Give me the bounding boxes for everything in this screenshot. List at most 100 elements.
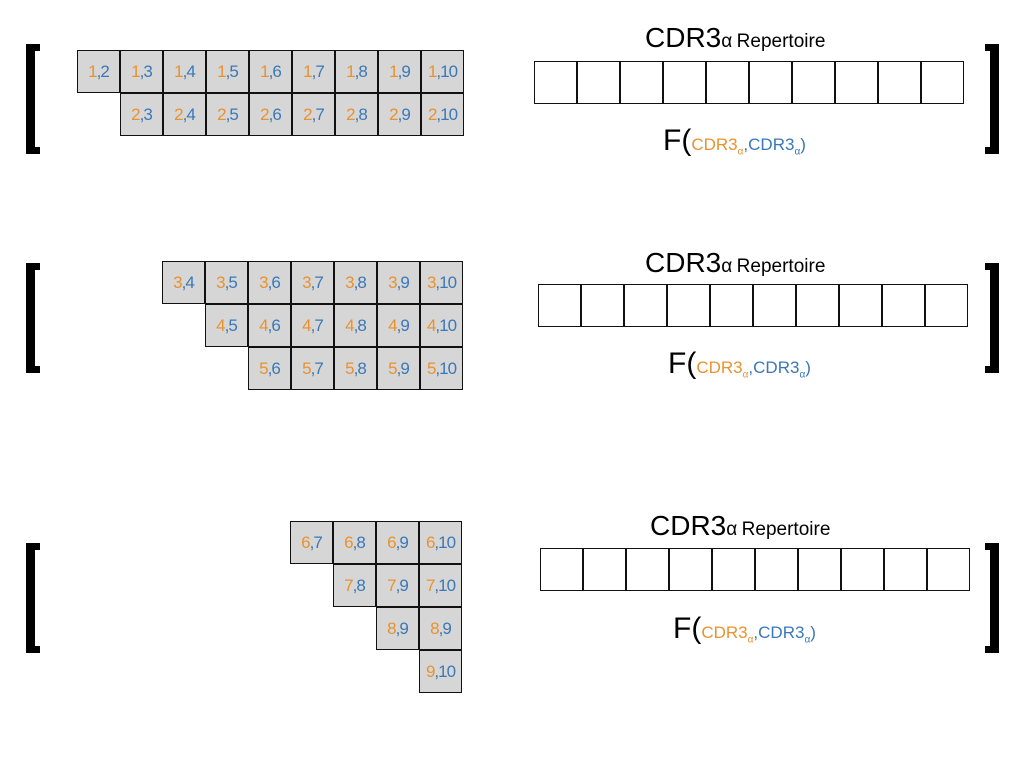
pair-second-index: 3 (143, 61, 153, 81)
pair-first-index: 1 (131, 61, 141, 81)
pair-separator: , (354, 104, 360, 124)
repertoire-title: CDR3α Repertoire (650, 510, 830, 542)
pair-first-index: 5 (302, 358, 312, 378)
pair-second-index: 5 (228, 272, 238, 292)
pair-cell: 2,6 (249, 93, 292, 136)
repertoire-slot (878, 61, 921, 104)
pair-separator: , (182, 61, 188, 81)
repertoire-slot (839, 284, 882, 327)
pair-second-index: 10 (438, 575, 456, 595)
pair-second-index: 6 (272, 61, 282, 81)
function-arg-second-subscript: α (794, 146, 801, 158)
pair-first-index: 5 (388, 358, 398, 378)
pair-cell: 5,8 (334, 347, 377, 390)
pair-cell: 2,5 (206, 93, 249, 136)
pair-cell: 2,8 (335, 93, 378, 136)
pair-second-index: 8 (357, 272, 367, 292)
pair-cell: 6,9 (376, 521, 419, 564)
pair-first-index: 2 (303, 104, 313, 124)
pair-second-index: 7 (313, 532, 323, 552)
function-comma: , (753, 623, 759, 642)
left-bracket (26, 543, 40, 653)
repertoire-slot (925, 284, 968, 327)
repertoire-title-main: CDR3 (645, 22, 722, 53)
pair-first-index: 4 (426, 315, 437, 335)
pair-cell: 6,7 (290, 521, 333, 564)
pair-cell: 9,10 (419, 650, 462, 693)
pair-first-index: 3 (345, 272, 355, 292)
pair-separator: , (353, 272, 359, 292)
pair-first-index: 4 (345, 315, 355, 335)
repertoire-slot (581, 284, 624, 327)
pair-cell: 1,3 (120, 50, 163, 93)
function-arg-second: CDR3α (748, 135, 801, 158)
pair-separator: , (225, 61, 231, 81)
pair-second-index: 10 (438, 532, 456, 552)
pair-first-index: 1 (217, 61, 227, 81)
pair-first-index: 4 (388, 315, 398, 335)
left-bracket (26, 44, 40, 154)
repertoire-slot (882, 284, 925, 327)
pair-first-index: 2 (217, 104, 227, 124)
repertoire-slot (663, 61, 706, 104)
pair-separator: , (352, 575, 358, 595)
pair-separator: , (224, 272, 230, 292)
function-arg-second-label: CDR3 (753, 358, 800, 377)
function-arg-first-subscript: α (747, 634, 754, 646)
pair-first-index: 4 (216, 315, 226, 335)
pair-separator: , (395, 532, 401, 552)
pair-separator: , (310, 272, 316, 292)
pair-first-index: 3 (173, 272, 183, 292)
left-bracket (26, 263, 40, 373)
function-arg-first-subscript: α (742, 369, 749, 381)
pair-cell: 4,9 (377, 304, 420, 347)
pair-cell: 2,3 (120, 93, 163, 136)
function-name: F( (668, 347, 697, 380)
pair-cell: 1,10 (421, 50, 464, 93)
pair-separator: , (435, 315, 440, 335)
pair-cell: 5,9 (377, 347, 420, 390)
pair-first-index: 4 (302, 315, 312, 335)
pair-function: F(CDR3α,CDR3α) (668, 347, 811, 381)
pair-second-index: 7 (315, 61, 325, 81)
pair-cell: 3,10 (420, 261, 463, 304)
pair-function: F(CDR3α,CDR3α) (673, 612, 816, 646)
repertoire-title: CDR3α Repertoire (645, 22, 825, 54)
pair-separator: , (436, 61, 441, 81)
pair-second-index: 6 (271, 315, 281, 335)
repertoire-title-subscript: α (721, 31, 733, 52)
pair-second-index: 9 (399, 532, 409, 552)
function-name: F( (673, 612, 702, 645)
pair-separator: , (395, 618, 401, 638)
repertoire-title-word: Repertoire (736, 256, 826, 277)
pair-cell: 3,8 (334, 261, 377, 304)
repertoire-slot (755, 548, 798, 591)
pair-cell: 1,2 (77, 50, 120, 93)
repertoire-slot (792, 61, 835, 104)
pair-cell: 4,5 (205, 304, 248, 347)
pair-first-index: 3 (216, 272, 226, 292)
pair-first-index: 7 (387, 575, 397, 595)
pair-second-index: 6 (271, 272, 281, 292)
pair-function: F(CDR3α,CDR3α) (663, 124, 806, 158)
pair-separator: , (395, 575, 401, 595)
pair-second-index: 3 (143, 104, 153, 124)
function-comma: , (743, 135, 749, 154)
pair-separator: , (182, 104, 188, 124)
pair-first-index: 1 (427, 61, 438, 81)
pair-cell: 4,7 (291, 304, 334, 347)
pair-second-index: 5 (228, 315, 238, 335)
pair-first-index: 9 (425, 661, 436, 681)
pair-second-index: 9 (400, 315, 410, 335)
repertoire-slot (835, 61, 878, 104)
repertoire-title-main: CDR3 (645, 247, 722, 278)
pair-cell: 2,4 (163, 93, 206, 136)
pair-second-index: 4 (186, 61, 196, 81)
pair-separator: , (139, 61, 145, 81)
pair-separator: , (224, 315, 230, 335)
pair-first-index: 3 (388, 272, 398, 292)
pair-second-index: 10 (439, 272, 457, 292)
pair-second-index: 5 (229, 61, 239, 81)
pair-cell: 6,10 (419, 521, 462, 564)
pair-first-index: 5 (259, 358, 269, 378)
